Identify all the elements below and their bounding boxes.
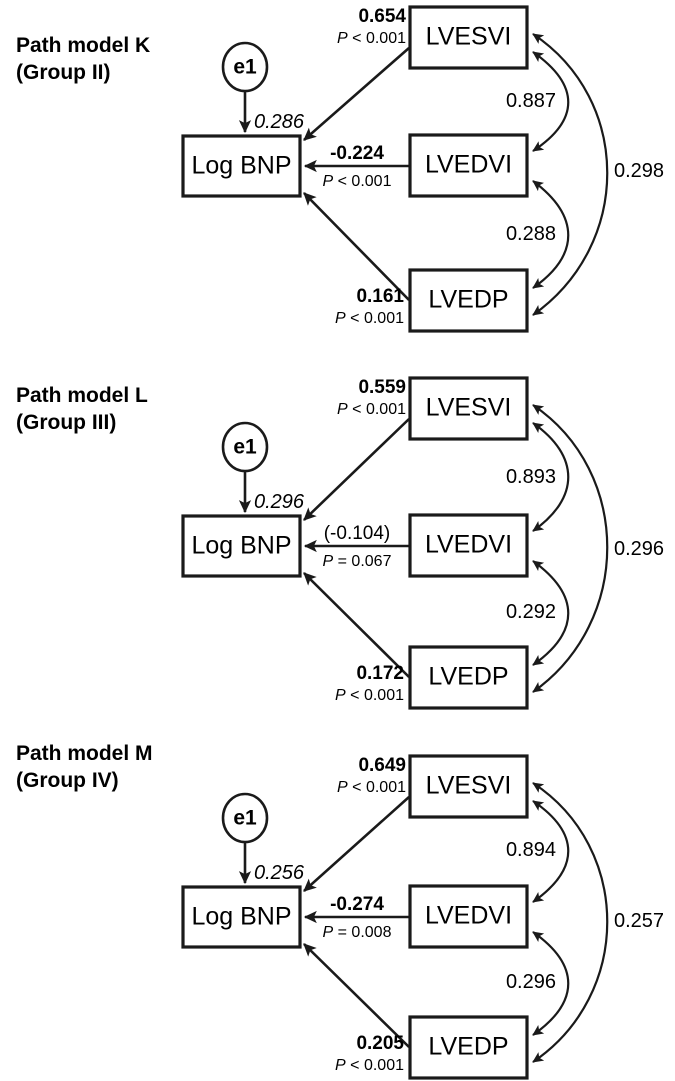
pvalue-lvesvi-logbnp: P < 0.001 (337, 779, 406, 796)
corr-label-lvesvi-lvedvi: 0.893 (506, 466, 556, 488)
pvalue-lvesvi-logbnp: P < 0.001 (337, 401, 406, 418)
corr-label-lvedvi-lvedp: 0.288 (506, 223, 556, 245)
panel-title-line2: (Group IV) (16, 769, 119, 792)
pvalue-lvedp-logbnp: P < 0.001 (335, 310, 404, 327)
pvalue-lvedvi-logbnp: P = 0.008 (323, 924, 392, 941)
corr-arc-lvesvi-lvedvi (532, 800, 570, 903)
coef-lvesvi-logbnp: 0.654 (358, 6, 406, 27)
edge-lvedp-to-logbnp (303, 943, 410, 1048)
node-lvedvi (408, 513, 529, 578)
corr-arc-lvesvi-lvedvi (532, 51, 570, 152)
node-log-bnp (181, 885, 302, 949)
node-lvedvi-label: LVEDVI (425, 531, 512, 559)
error-node-label: e1 (233, 56, 257, 79)
corr-arc-lvedvi-lvedp (532, 931, 570, 1036)
panel-path-model-l: Path model L (Group III) e1 0.296 Log BN… (16, 376, 664, 710)
edge-lvedp-to-logbnp (303, 192, 410, 301)
panel-title-line1: Path model L (16, 384, 148, 407)
edge-lvedp-to-logbnp (303, 572, 410, 678)
corr-label-lvesvi-lvedp: 0.298 (614, 160, 664, 182)
coef-lvedp-logbnp: 0.172 (356, 663, 404, 684)
residual-label: 0.296 (254, 491, 305, 513)
residual-label: 0.286 (254, 111, 305, 133)
corr-label-lvesvi-lvedvi: 0.887 (506, 90, 556, 112)
error-node-label: e1 (233, 807, 257, 830)
coef-lvedp-logbnp: 0.205 (356, 1033, 404, 1054)
corr-label-lvesvi-lvedp: 0.257 (614, 910, 664, 932)
node-lvedvi (408, 884, 529, 949)
node-log-bnp-label: Log BNP (191, 532, 291, 560)
corr-arc-lvesvi-lvedp (532, 33, 609, 316)
corr-arc-lvesvi-lvedp (532, 782, 609, 1063)
node-lvedvi (408, 133, 529, 198)
node-log-bnp (181, 514, 302, 578)
edge-lvesvi-to-logbnp (303, 418, 410, 521)
corr-label-lvedvi-lvedp: 0.296 (506, 971, 556, 993)
corr-arc-lvesvi-lvedp (532, 404, 609, 693)
pvalue-lvedvi-logbnp: P = 0.067 (323, 553, 392, 570)
coef-lvesvi-logbnp: 0.649 (358, 755, 406, 776)
corr-arc-lvedvi-lvedp (532, 560, 570, 666)
node-lvedp (408, 645, 529, 710)
pvalue-lvesvi-logbnp: P < 0.001 (337, 30, 406, 47)
node-lvesvi (408, 5, 529, 70)
panel-path-model-k: Path model K (Group II) e1 0.286 Log BNP… (16, 5, 664, 333)
node-lvesvi-label: LVESVI (426, 23, 512, 51)
node-lvesvi-label: LVESVI (426, 772, 512, 800)
edge-lvesvi-to-logbnp (303, 796, 410, 892)
node-lvesvi (408, 376, 529, 441)
node-log-bnp (181, 134, 302, 198)
panel-path-model-m: Path model M (Group IV) e1 0.256 Log BNP… (16, 742, 664, 1080)
edge-lvesvi-to-logbnp (303, 47, 410, 141)
node-lvedvi-label: LVEDVI (425, 902, 512, 930)
coef-lvesvi-logbnp: 0.559 (358, 377, 406, 398)
corr-label-lvesvi-lvedp: 0.296 (614, 538, 664, 560)
node-lvedp-label: LVEDP (428, 286, 508, 314)
node-lvedp-label: LVEDP (428, 663, 508, 691)
node-lvesvi (408, 754, 529, 819)
corr-label-lvedvi-lvedp: 0.292 (506, 601, 556, 623)
coef-lvedvi-logbnp: (-0.104) (324, 523, 391, 544)
panel-title-line2: (Group III) (16, 411, 116, 434)
coef-lvedvi-logbnp: -0.224 (330, 143, 384, 164)
node-lvedp (408, 268, 529, 333)
corr-arc-lvedvi-lvedp (532, 180, 570, 289)
residual-label: 0.256 (254, 862, 305, 884)
pvalue-lvedp-logbnp: P < 0.001 (335, 687, 404, 704)
pvalue-lvedp-logbnp: P < 0.001 (335, 1057, 404, 1074)
node-lvedvi-label: LVEDVI (425, 151, 512, 179)
coef-lvedvi-logbnp: -0.274 (330, 894, 384, 915)
coef-lvedp-logbnp: 0.161 (356, 286, 404, 307)
node-log-bnp-label: Log BNP (191, 152, 291, 180)
panel-title-line2: (Group II) (16, 61, 110, 84)
node-lvesvi-label: LVESVI (426, 394, 512, 422)
corr-arc-lvesvi-lvedvi (532, 422, 570, 532)
node-lvedp (408, 1015, 529, 1080)
node-log-bnp-label: Log BNP (191, 903, 291, 931)
pvalue-lvedvi-logbnp: P < 0.001 (323, 173, 392, 190)
error-node-label: e1 (233, 436, 257, 459)
panel-title-line1: Path model M (16, 742, 153, 765)
panel-title-line1: Path model K (16, 34, 150, 57)
corr-label-lvesvi-lvedvi: 0.894 (506, 839, 556, 861)
node-lvedp-label: LVEDP (428, 1033, 508, 1061)
